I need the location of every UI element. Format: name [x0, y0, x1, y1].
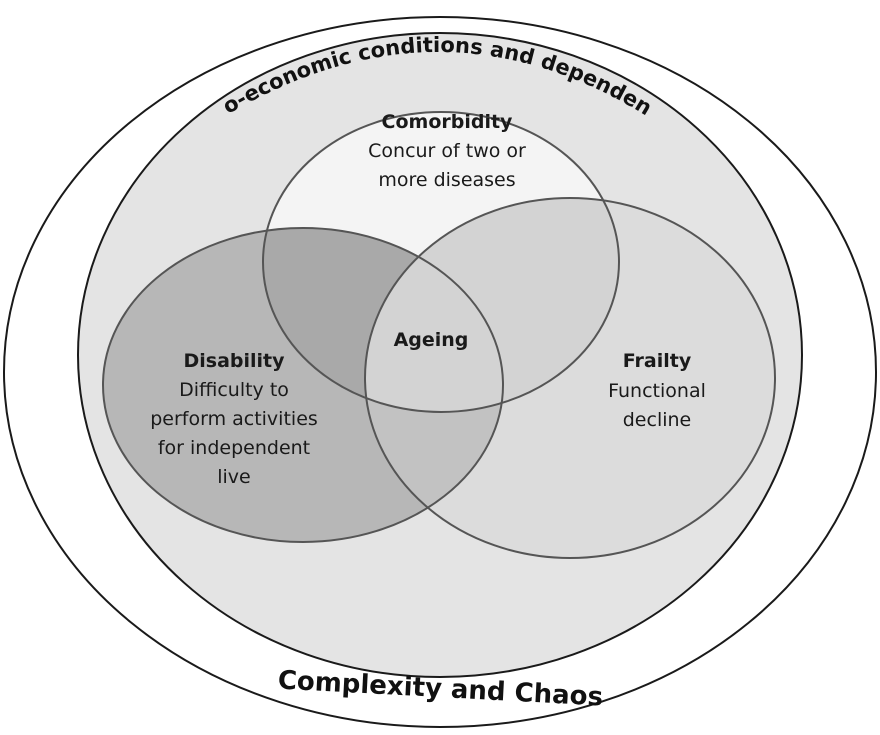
- comorbidity-desc-line-1: Concur of two or: [368, 140, 526, 162]
- disability-title: Disability: [183, 350, 285, 372]
- disability-desc-line-2: perform activities: [150, 408, 318, 430]
- ageing-label: Ageing: [394, 329, 469, 351]
- frailty-desc-line-1: Functional: [608, 380, 706, 402]
- frailty-desc-line-2: decline: [623, 409, 692, 431]
- comorbidity-desc-line-2: more diseases: [378, 169, 515, 191]
- disability-desc-line-4: live: [217, 466, 251, 488]
- disability-desc-line-3: for independent: [158, 437, 310, 459]
- comorbidity-title: Comorbidity: [382, 111, 514, 133]
- overlap-frailty-comorbidity: [365, 198, 619, 412]
- disability-outline: [102, 227, 504, 543]
- comorbidity-outline: [262, 111, 620, 413]
- disability-desc-line-1: Difficulty to: [179, 379, 289, 401]
- frailty-title: Frailty: [623, 350, 692, 372]
- frailty-outline: [364, 197, 776, 559]
